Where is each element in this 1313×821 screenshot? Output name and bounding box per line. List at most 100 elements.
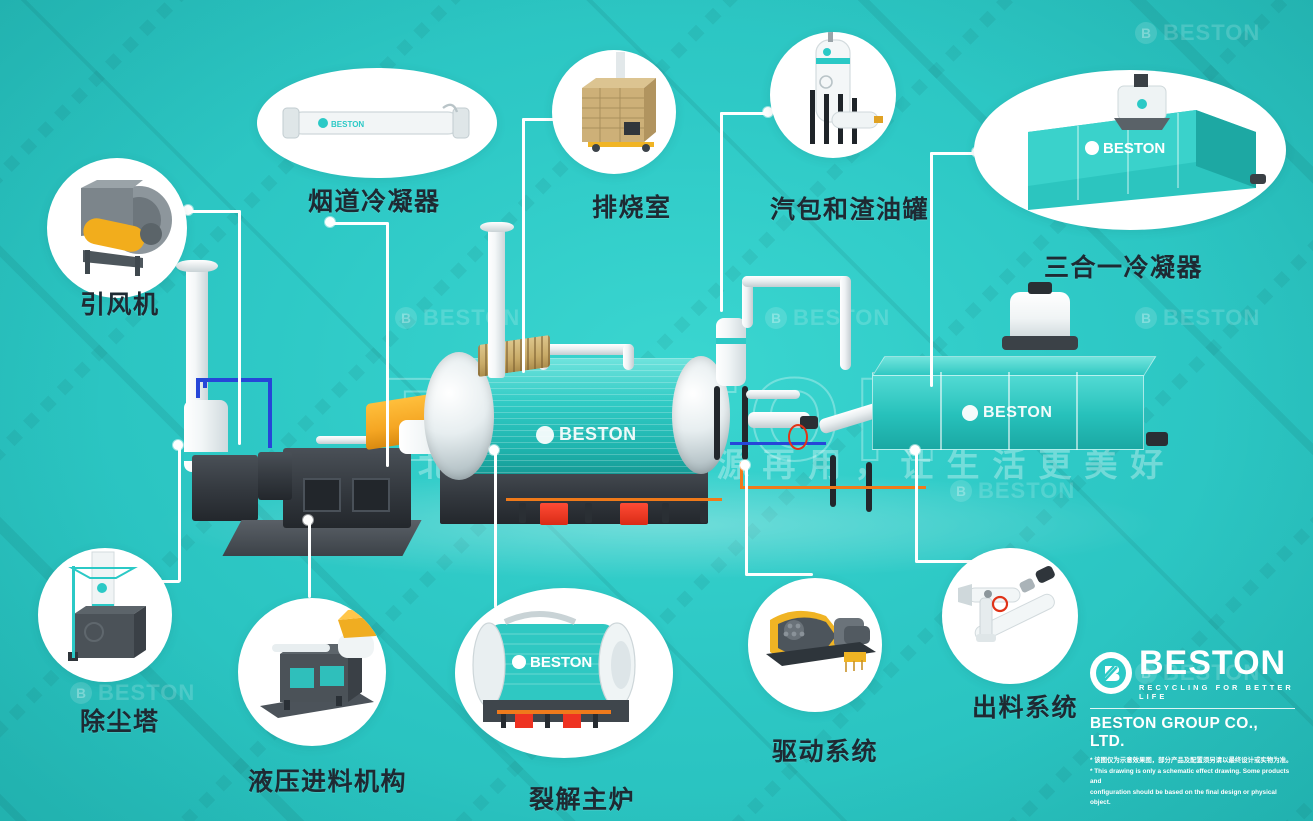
centrifugal-fan-illustration (47, 158, 187, 298)
disclaimer-cn: * 该图仅为示意效果图，部分产品及配置须另请以最终设计或实物为准。 (1090, 757, 1293, 765)
callout-label-three-in-one-condenser: 三合一冷凝器 (1044, 254, 1204, 282)
burner-valve-3 (662, 503, 669, 523)
drum-red-loop-icon (788, 424, 808, 450)
screw-conveyor-illustration (942, 548, 1078, 684)
feeder-window-right (352, 478, 390, 512)
discharge-orange-run-v (740, 462, 743, 488)
callout-bubble-induced-draft-fan[interactable] (47, 158, 187, 298)
callout-bubble-drive-system[interactable] (748, 578, 882, 712)
leader-endpoint-dot (910, 445, 920, 455)
brand-divider (1090, 707, 1295, 710)
leader-line-segment (930, 152, 978, 155)
leader-line-segment (494, 450, 497, 608)
discharge-leg-1 (830, 455, 836, 507)
drum-valve-block (800, 416, 818, 429)
brand-company-name: BESTON GROUP CO., LTD. (1090, 715, 1259, 751)
belt-drive-illustration (748, 578, 882, 712)
callout-bubble-discharge-system[interactable] (942, 548, 1078, 684)
feeder-window-left (303, 478, 341, 512)
tube-condenser-illustration: BESTON (257, 68, 497, 178)
svg-text:BESTON: BESTON (331, 120, 364, 129)
brand-tagline: RECYCLING FOR BETTER LIFE (1139, 682, 1294, 701)
burner-unit-2 (620, 503, 648, 525)
condenser-riser (742, 276, 753, 328)
leader-endpoint-dot (325, 217, 335, 227)
leader-line-segment (930, 152, 933, 387)
condenser-panel-1 (940, 372, 942, 450)
leader-line-segment (745, 573, 813, 576)
leader-line-segment (178, 445, 181, 582)
discharge-orange-run-h (740, 486, 926, 489)
burner-unit-1 (540, 503, 568, 525)
cooling-tower (1010, 292, 1070, 340)
svg-text:BESTON: BESTON (1103, 140, 1165, 157)
leader-line-segment (522, 118, 570, 121)
blue-frame-left-v (203, 380, 207, 388)
condenser-downcomer (840, 276, 851, 370)
burner-valve-2 (585, 503, 592, 523)
callout-bubble-exhaust-burn-chamber[interactable] (552, 50, 676, 174)
feeder-drive-housing (258, 452, 292, 500)
callout-bubble-hydraulic-feeder[interactable] (238, 598, 386, 746)
disclaimer-en-2: configuration should be based on the fin… (1090, 789, 1277, 807)
callout-bubble-main-pyrolysis-reactor[interactable]: BESTON (455, 588, 673, 758)
steam-drum-vertical (716, 318, 746, 386)
condenser-panel-2 (1008, 372, 1010, 450)
blue-frame-left-drop (196, 378, 200, 398)
drum-blue-feed-line (730, 442, 826, 445)
callout-label-main-pyrolysis-reactor: 裂解主炉 (529, 786, 636, 814)
vertical-drum-tank-illustration (770, 32, 896, 158)
callout-bubble-flue-condenser[interactable]: BESTON (257, 68, 497, 178)
condenser-crossover (742, 276, 850, 287)
burner-valve-1 (519, 503, 526, 523)
callout-bubble-three-in-one-condenser[interactable]: BESTON (974, 70, 1286, 230)
disclaimer-en-1: * This drawing is only a schematic effec… (1090, 768, 1290, 786)
drum-support-leg-1 (714, 386, 720, 460)
condenser-top-deck (872, 356, 1157, 376)
leader-line-segment (745, 465, 748, 575)
blue-frame-right-v (268, 378, 272, 448)
leader-line-segment (308, 520, 311, 598)
hydraulic-feeder-illustration (238, 598, 386, 746)
brand-wordmark: BESTON (1139, 643, 1287, 682)
leader-endpoint-dot (173, 440, 183, 450)
callout-label-flue-condenser: 烟道冷凝器 (308, 188, 441, 216)
condenser-brand-mark: BESTON (962, 404, 1052, 422)
drum-support-leg-2 (742, 386, 748, 460)
brand-logo-row: BESTON RECYCLING FOR BETTER LIFE (1090, 646, 1295, 701)
stack-cap (176, 260, 218, 272)
callout-label-dust-removal-tower: 除尘塔 (80, 708, 160, 736)
callout-bubble-dust-removal-tower[interactable] (38, 548, 172, 682)
leader-line-segment (188, 210, 240, 213)
dust-tower-illustration (38, 548, 172, 682)
brand-disclaimer: * 该图仅为示意效果图，部分产品及配置须另请以最终设计或实物为准。 * This… (1090, 756, 1295, 808)
callout-label-discharge-system: 出料系统 (972, 694, 1079, 722)
leader-endpoint-dot (763, 107, 773, 117)
drum-outlet-pipe (746, 390, 800, 399)
leader-line-segment (720, 112, 768, 115)
feeder-ram-rod (316, 436, 402, 444)
container-condenser-illustration: BESTON (974, 70, 1286, 230)
leader-line-segment (915, 560, 973, 563)
cooling-tower-fan-hub (1028, 282, 1052, 294)
reactor-top-riser-right (623, 344, 634, 370)
callout-label-hydraulic-feeder: 液压进料机构 (248, 768, 408, 796)
leader-endpoint-dot (183, 205, 193, 215)
center-stack-cap (480, 222, 514, 232)
cooling-tower-skirt (1002, 336, 1078, 350)
leader-endpoint-dot (740, 460, 750, 470)
blue-frame-top (196, 378, 272, 382)
leader-endpoint-dot (489, 445, 499, 455)
center-exhaust-stack (488, 228, 505, 378)
beston-logo-icon (1090, 652, 1132, 695)
brick-furnace-illustration (552, 50, 676, 174)
steam-drum-band (716, 338, 746, 344)
callout-label-induced-draft-fan: 引风机 (80, 291, 160, 319)
burner-valve-4 (700, 503, 707, 523)
brand-block: BESTON RECYCLING FOR BETTER LIFE BESTON … (1090, 646, 1295, 809)
reactor-top-elbow (538, 344, 634, 355)
leader-line-segment (330, 222, 388, 225)
callout-bubble-steam-drum-residue-tank[interactable] (770, 32, 896, 158)
callout-label-exhaust-burn-chamber: 排烧室 (592, 194, 672, 222)
